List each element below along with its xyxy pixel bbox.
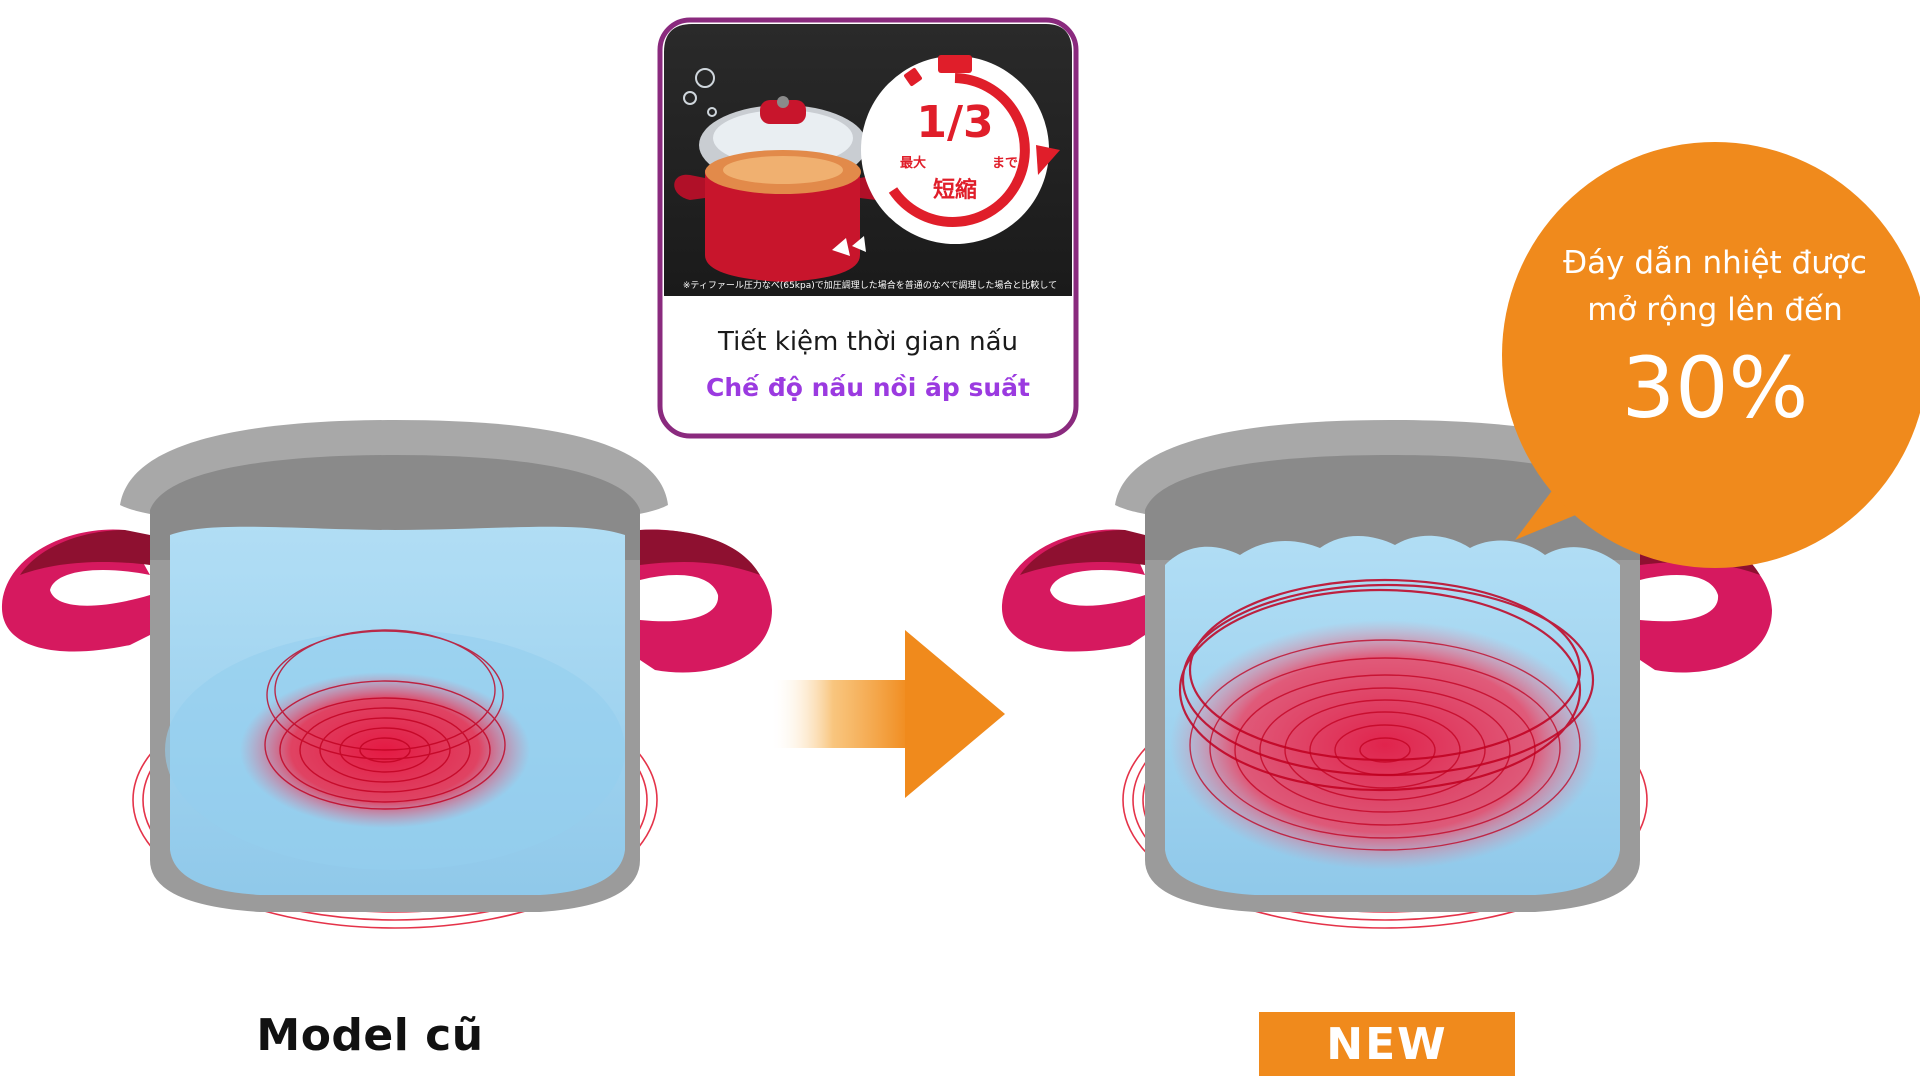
- new-model-tag: NEW: [1259, 1012, 1515, 1076]
- time-saving-badge: [861, 55, 1060, 244]
- badge-word: 短縮: [932, 178, 977, 203]
- arrow-right-icon: [770, 630, 1005, 798]
- badge-fraction-den: 3: [963, 97, 994, 148]
- speech-bubble: [1502, 142, 1920, 568]
- card-subtitle: Chế độ nấu nồi áp suất: [706, 373, 1030, 402]
- new-handle-left: [1001, 529, 1145, 652]
- badge-fraction-slash: /: [946, 97, 964, 148]
- old-model-label: Model cũ: [256, 1010, 484, 1061]
- badge-fraction: 1/3: [905, 100, 1005, 146]
- old-pot: [1, 420, 772, 929]
- feature-card: [657, 17, 1079, 439]
- bubble-line-2: mở rộng lên đến: [1587, 292, 1843, 328]
- bubble-percent: 30%: [1621, 339, 1809, 437]
- badge-fraction-num: 1: [916, 97, 947, 148]
- pressure-cooker-image: [674, 68, 892, 282]
- card-text: Tiết kiệm thời gian nấu Chế độ nấu nồi á…: [668, 320, 1068, 412]
- bubble-line-1: Đáy dẫn nhiệt được: [1563, 245, 1867, 281]
- bubble-text: Đáy dẫn nhiệt được mở rộng lên đến 30%: [1530, 240, 1900, 438]
- card-footnote: ※ティファール圧力なべ(65kpa)で加圧調理した場合を普通のなべで調理した場合…: [682, 281, 1058, 291]
- card-title: Tiết kiệm thời gian nấu: [718, 327, 1018, 357]
- new-pot: [1001, 420, 1772, 929]
- badge-small-right: まで: [991, 156, 1018, 171]
- old-handle-right: [640, 529, 772, 673]
- old-handle-left: [1, 529, 151, 652]
- badge-small-left: 最大: [899, 156, 926, 171]
